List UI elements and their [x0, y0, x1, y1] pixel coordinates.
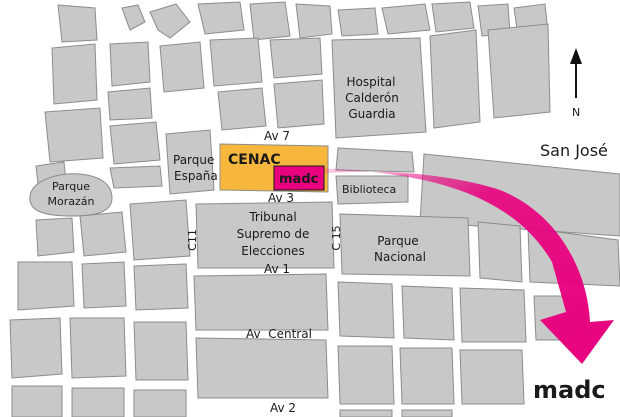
- city-block: [217, 87, 267, 131]
- city-block: [133, 263, 189, 311]
- city-block: [337, 7, 379, 37]
- av2-label: Av 2: [270, 401, 296, 415]
- north-arrow-icon: [570, 48, 582, 98]
- city-block: [17, 261, 75, 311]
- madc-big-label: madc: [533, 376, 606, 404]
- city-block: [459, 287, 527, 343]
- city-block: [129, 199, 191, 261]
- city-block: [335, 147, 415, 173]
- biblioteca-label: Biblioteca: [342, 183, 396, 196]
- city-block: [429, 29, 481, 129]
- hospital-label-2: Calderón: [345, 91, 399, 105]
- parque-nacional-block: [339, 213, 471, 277]
- parque-nacional-label-1: Parque: [377, 234, 418, 248]
- city-block: [295, 3, 333, 39]
- av1-label: Av 1: [264, 262, 290, 276]
- city-block: [133, 321, 189, 381]
- city-block: [149, 3, 191, 39]
- hospital-label-1: Hospital: [347, 75, 396, 89]
- parque-morazan-label-1: Parque: [52, 180, 90, 193]
- city-block: [249, 1, 291, 41]
- city-block: [107, 87, 153, 121]
- city-block: [335, 175, 409, 205]
- city-block: [331, 37, 427, 139]
- c15-label: C 15: [330, 225, 343, 250]
- city-block: [44, 107, 104, 163]
- city-block: [109, 165, 163, 189]
- city-block: [51, 43, 98, 105]
- c11-label: C11: [186, 229, 199, 251]
- city-block: [159, 41, 205, 93]
- curved-arrow-icon: [318, 168, 614, 364]
- city-block: [71, 387, 125, 417]
- city-block: [401, 285, 455, 341]
- madc-marker: [273, 165, 325, 191]
- tribunal-block: [195, 201, 335, 269]
- city-block: [337, 281, 395, 339]
- city-block: [419, 153, 620, 237]
- tribunal-label-1: Tribunal: [248, 210, 296, 224]
- parque-espana-label-2: España: [174, 169, 218, 183]
- map-labels: Hospital Calderón Guardia N San José Av …: [48, 75, 608, 415]
- city-block: [81, 261, 127, 309]
- parque-morazan-block: [29, 173, 113, 217]
- city-block: [337, 345, 395, 405]
- parque-morazan-label-2: Morazán: [48, 195, 95, 208]
- city-block: [399, 347, 455, 405]
- city-block: [487, 23, 551, 119]
- city-block: [477, 221, 523, 283]
- tribunal-label-3: Elecciones: [241, 244, 304, 258]
- city-block: [459, 349, 525, 405]
- city-block: [121, 4, 146, 31]
- city-block: [269, 37, 323, 79]
- north-label: N: [572, 106, 580, 119]
- city-block: [273, 79, 325, 129]
- av3-label: Av 3: [268, 191, 294, 205]
- city-block: [69, 317, 127, 379]
- city-block: [79, 211, 127, 257]
- city-label: San José: [540, 141, 608, 160]
- hospital-label-3: Guardia: [348, 107, 395, 121]
- city-block: [109, 41, 151, 87]
- city-block: [431, 1, 475, 33]
- madc-small-label: madc: [279, 172, 318, 187]
- city-block: [401, 409, 453, 417]
- city-block: [109, 121, 161, 165]
- city-block: [197, 1, 245, 35]
- cenac-label: CENAC: [228, 152, 281, 168]
- city-block: [57, 4, 98, 43]
- city-block: [133, 389, 187, 417]
- city-block: [9, 317, 63, 379]
- city-block: [195, 337, 329, 399]
- city-block: [193, 273, 329, 331]
- city-block: [381, 3, 431, 35]
- city-block: [165, 129, 215, 195]
- tribunal-label-2: Supremo de: [237, 227, 310, 241]
- city-block: [35, 217, 75, 257]
- parque-nacional-label-2: Nacional: [374, 250, 426, 264]
- av-central-label: Av Central: [246, 327, 312, 341]
- av7-label: Av 7: [264, 129, 290, 143]
- city-block: [11, 385, 63, 417]
- parque-espana-label-1: Parque: [173, 153, 214, 167]
- city-block: [209, 37, 263, 87]
- city-block: [339, 409, 393, 417]
